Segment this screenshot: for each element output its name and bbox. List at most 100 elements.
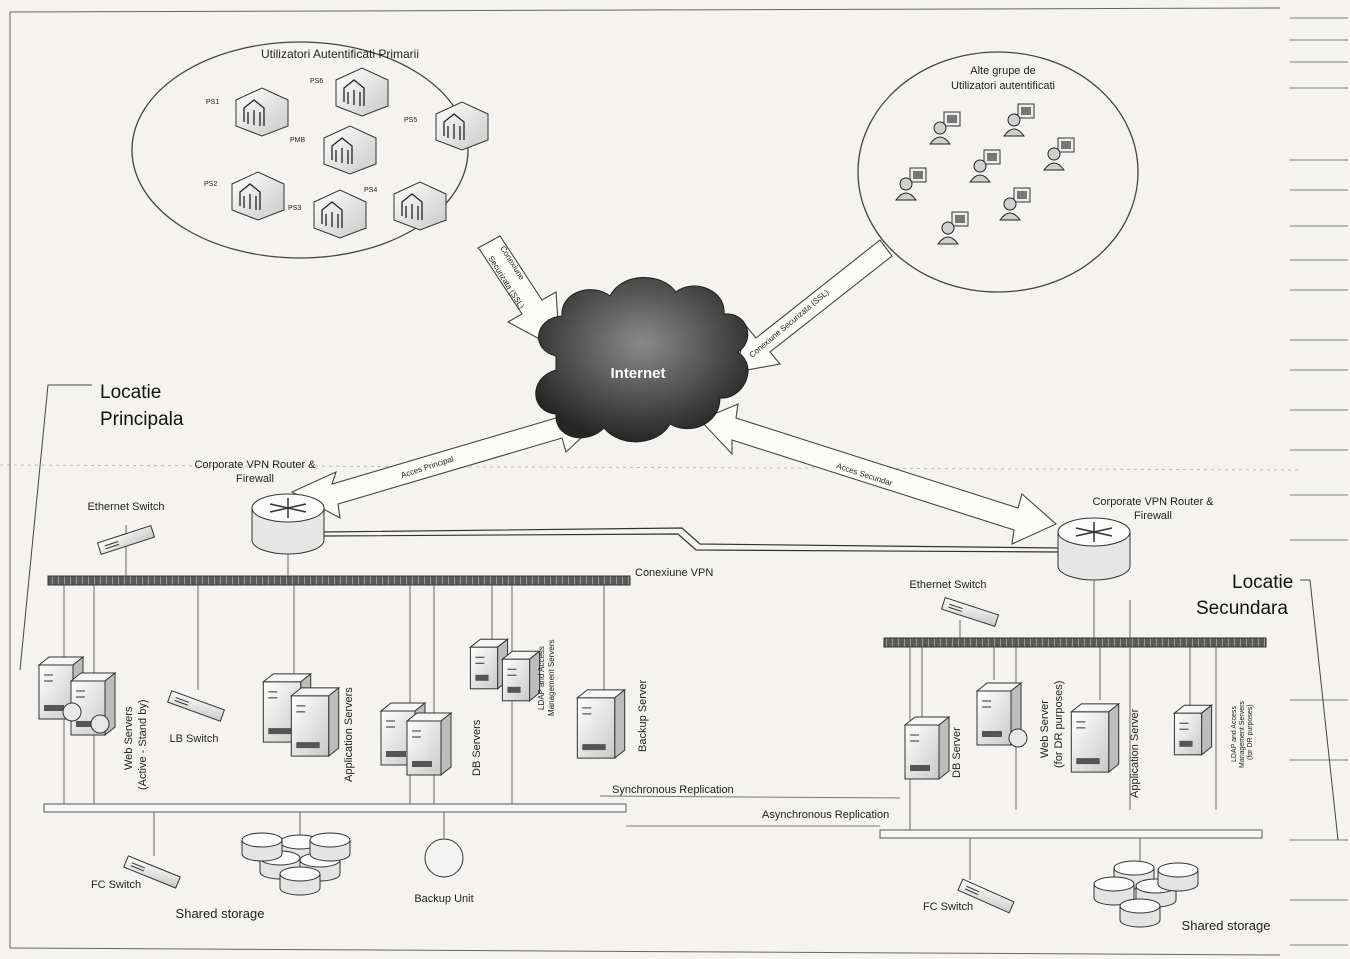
building-icon bbox=[435, 101, 489, 151]
switch-icons bbox=[96, 525, 1015, 914]
primary-lan-backbone bbox=[47, 575, 631, 586]
primary-site-title-1: Locatie bbox=[100, 382, 161, 403]
ldap-dr-label-3: (for DR purposes) bbox=[1247, 704, 1254, 760]
network-switch-icon bbox=[166, 690, 226, 722]
db-server-label: DB Server bbox=[951, 727, 963, 778]
ps2-label: PS2 bbox=[204, 181, 217, 188]
other-users-ellipse bbox=[857, 51, 1139, 293]
ldap-label-2: Management Servers bbox=[547, 640, 556, 716]
primary-users-title: Utilizatori Autentificati Primarii bbox=[261, 47, 419, 61]
other-groups-title-1: Alte grupe de bbox=[970, 65, 1035, 77]
secondary-san-backbone bbox=[879, 829, 1263, 839]
server-icons bbox=[37, 638, 1214, 781]
web-servers-label-1: Web Servers bbox=[123, 706, 135, 770]
link-arrows bbox=[290, 235, 1058, 545]
db-servers-label: DB Servers bbox=[471, 719, 483, 776]
server-icon bbox=[1172, 704, 1214, 756]
sync-replication-label: Synchronous Replication bbox=[612, 784, 734, 796]
server-icon bbox=[405, 711, 453, 777]
user-workstation-icon bbox=[937, 211, 969, 245]
server-icon bbox=[975, 681, 1023, 747]
web-server-dr-label-2: (for DR purposes) bbox=[1053, 681, 1065, 768]
secondary-fc-switch-label: FC Switch bbox=[923, 901, 973, 913]
arrow-ssl-right bbox=[735, 239, 893, 373]
secondary-site-bracket bbox=[1300, 579, 1339, 841]
network-switch-icon bbox=[940, 597, 1000, 627]
arrow-access-secondary bbox=[699, 403, 1058, 545]
backup-unit-icon bbox=[424, 838, 464, 878]
server-icon bbox=[468, 638, 510, 690]
storage-disk-icon bbox=[1093, 876, 1135, 906]
network-switch-icon bbox=[96, 525, 156, 555]
secondary-router-label-1: Corporate VPN Router & bbox=[1092, 496, 1214, 508]
primary-site-bracket bbox=[19, 384, 92, 671]
secondary-router-label-2: Firewall bbox=[1134, 510, 1172, 522]
ps5-label: PS5 bbox=[404, 117, 417, 124]
primary-router-label-1: Corporate VPN Router & bbox=[194, 459, 316, 471]
user-workstation-icon bbox=[895, 167, 927, 201]
web-server-dr-label-1: Web Server bbox=[1039, 700, 1051, 758]
ps6-label: PS6 bbox=[310, 78, 323, 85]
storage-disk-icon bbox=[279, 866, 321, 896]
secondary-site-title-1: Locatie bbox=[1232, 572, 1293, 593]
globe-icons bbox=[62, 702, 1028, 748]
network-switch-icon bbox=[957, 878, 1015, 914]
ps3-label: PS3 bbox=[288, 205, 301, 212]
ps4-label: PS4 bbox=[364, 187, 377, 194]
storage-disk-icon bbox=[1157, 862, 1199, 892]
ssl-right-label: Conexiune Securizata (SSL) bbox=[748, 288, 831, 360]
vpn-link bbox=[321, 527, 1061, 549]
storage-icons bbox=[241, 832, 1199, 928]
frame-top bbox=[9, 7, 1281, 13]
backup-unit-label: Backup Unit bbox=[414, 893, 473, 905]
app-servers-label: Application Servers bbox=[343, 687, 355, 782]
vpn-link-2 bbox=[321, 533, 1061, 553]
ldap-dr-label-2: Management Servers bbox=[1239, 701, 1246, 768]
vpn-label: Conexiune VPN bbox=[635, 567, 713, 579]
server-icon bbox=[289, 686, 341, 758]
building-icon bbox=[231, 171, 285, 221]
secondary-shared-storage-label: Shared storage bbox=[1182, 918, 1271, 933]
app-server-dr-label: Application Server bbox=[1129, 708, 1141, 798]
primary-fc-switch-label: FC Switch bbox=[91, 879, 141, 891]
primary-router bbox=[251, 493, 325, 555]
user-workstation-icon bbox=[969, 149, 1001, 183]
secondary-ethernet-switch-label: Ethernet Switch bbox=[909, 579, 986, 591]
building-icon bbox=[313, 189, 367, 239]
network-switch-icon bbox=[123, 855, 181, 889]
user-workstation-icon bbox=[929, 111, 961, 145]
backup-server-label: Backup Server bbox=[637, 680, 649, 752]
sync-replication-line bbox=[599, 795, 901, 799]
ldap-dr-label-1: LDAP and Access bbox=[1231, 706, 1238, 762]
internet-cloud bbox=[535, 277, 749, 443]
user-icons bbox=[895, 103, 1075, 245]
lb-switch-label: LB Switch bbox=[170, 733, 219, 745]
building-icon bbox=[235, 87, 289, 137]
primary-router-label-2: Firewall bbox=[236, 473, 274, 485]
storage-disk-icon bbox=[241, 832, 283, 862]
web-servers-label-2: (Active - Stand by) bbox=[137, 700, 149, 790]
server-icon bbox=[575, 688, 627, 760]
frame-bottom bbox=[9, 947, 1281, 956]
primary-ethernet-switch-label: Ethernet Switch bbox=[87, 501, 164, 513]
user-workstation-icon bbox=[999, 187, 1031, 221]
user-workstation-icon bbox=[1003, 103, 1035, 137]
primary-shared-storage-label: Shared storage bbox=[176, 906, 265, 921]
other-groups-title-2: Utilizatori autentificati bbox=[951, 80, 1055, 92]
server-icon bbox=[1069, 702, 1121, 774]
secondary-router bbox=[1057, 517, 1131, 581]
secondary-lan-backbone bbox=[883, 637, 1267, 648]
ps1-label: PS1 bbox=[206, 99, 219, 106]
async-replication-label: Asynchronous Replication bbox=[762, 809, 889, 821]
ldap-label-1: LDAP and Access bbox=[537, 646, 546, 710]
building-icon bbox=[335, 67, 389, 117]
secondary-site-title-2: Secundara bbox=[1196, 598, 1288, 619]
server-icon bbox=[500, 650, 542, 702]
storage-disk-icon bbox=[309, 832, 351, 862]
building-icon bbox=[393, 181, 447, 231]
user-workstation-icon bbox=[1043, 137, 1075, 171]
building-icon bbox=[323, 125, 377, 175]
scan-edge-marks bbox=[1290, 17, 1348, 946]
